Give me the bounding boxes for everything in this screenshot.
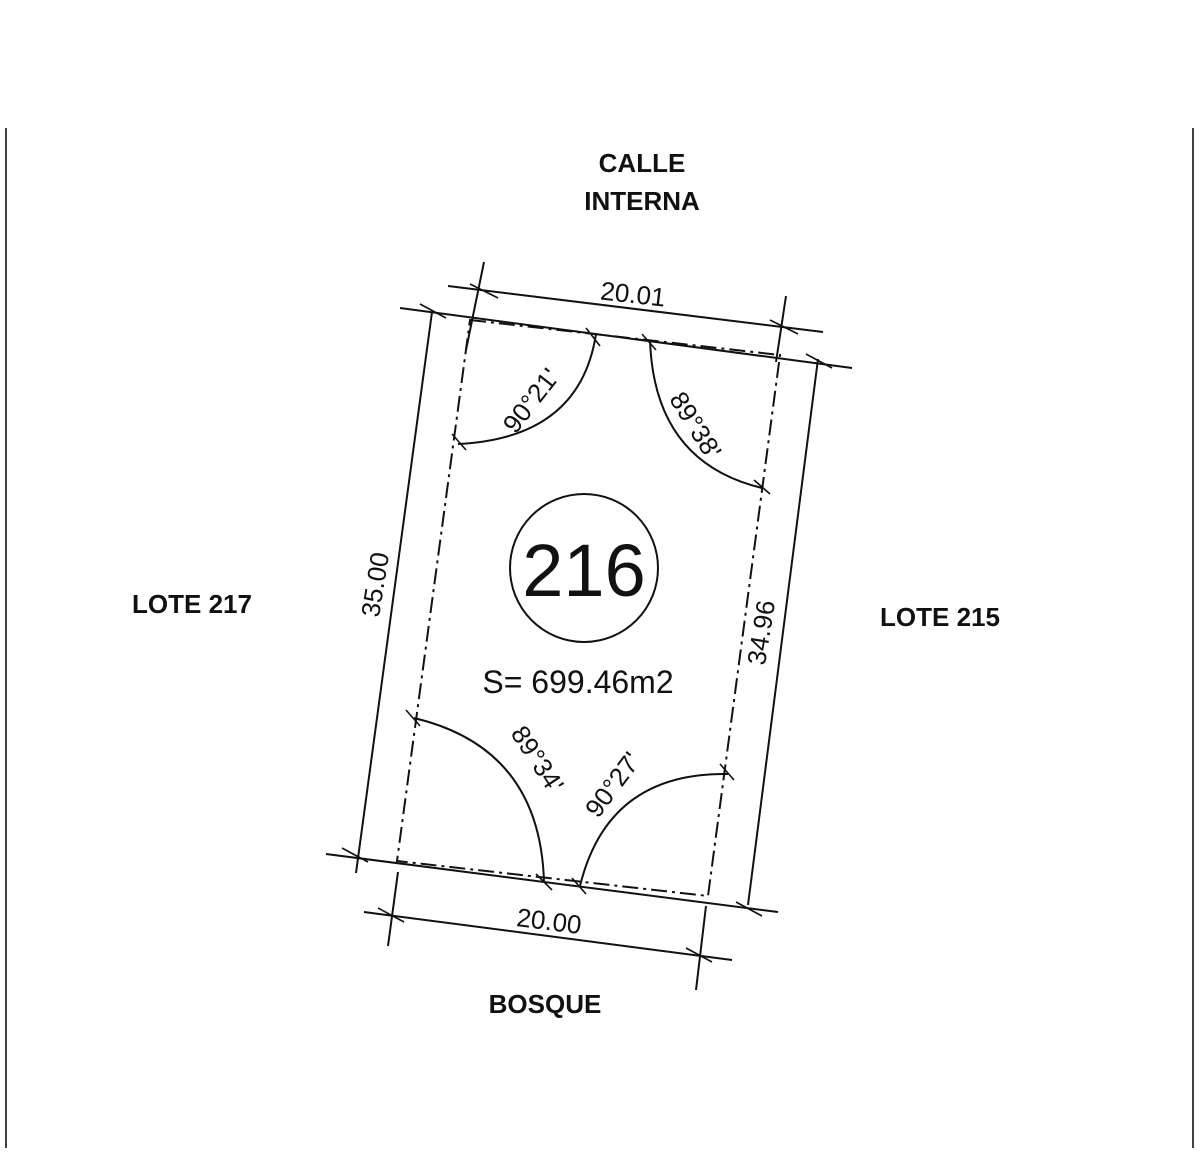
top-dimension-text: 20.01 bbox=[599, 275, 667, 312]
bottom-ext-arrow-left bbox=[341, 847, 369, 863]
lot-number-text: 216 bbox=[522, 529, 645, 612]
angle-arc-top-left bbox=[457, 333, 597, 445]
angle-bottom-left-text: 89°34' bbox=[505, 720, 570, 798]
bottom-dimension-text: 20.00 bbox=[515, 902, 583, 940]
angle-bottom-right-text: 90°27' bbox=[579, 746, 647, 823]
boundary-left-label: LOTE 217 bbox=[132, 589, 252, 619]
angle-arc-top-right bbox=[649, 339, 763, 489]
right-offset-line bbox=[747, 358, 819, 906]
top-ext-arrow-left bbox=[419, 303, 447, 319]
boundary-right-label: LOTE 215 bbox=[880, 602, 1000, 632]
bottom-dim-arrow-right bbox=[685, 947, 713, 963]
boundary-top-line2: INTERNA bbox=[584, 186, 700, 216]
arc-arrow-tr-a bbox=[641, 333, 657, 351]
bottom-dim-tick-left bbox=[387, 871, 399, 947]
angle-arc-bottom-left bbox=[413, 717, 545, 883]
bottom-dimension-line bbox=[363, 911, 733, 961]
lot-area-text: S= 699.46m2 bbox=[482, 664, 673, 700]
left-offset-line bbox=[355, 311, 433, 874]
top-dimension-line bbox=[447, 285, 824, 333]
boundary-top-line1: CALLE bbox=[599, 148, 686, 178]
bottom-ext-arrow-right bbox=[735, 901, 763, 917]
top-dim-tick-right bbox=[775, 295, 787, 363]
top-dim-arrow-right bbox=[769, 319, 799, 335]
left-dimension-text: 35.00 bbox=[355, 550, 395, 619]
lot-boundary bbox=[395, 318, 782, 898]
right-dimension-text: 34.96 bbox=[741, 598, 781, 667]
arc-arrow-tl-a bbox=[585, 327, 601, 347]
arc-arrow-bl-a bbox=[405, 709, 421, 727]
top-ext-arrow-right bbox=[805, 353, 833, 369]
top-dim-tick-left bbox=[465, 261, 485, 351]
arc-arrow-tl-b bbox=[451, 433, 467, 451]
angle-top-right-text: 89°38' bbox=[664, 386, 728, 464]
arc-arrow-bl-b bbox=[535, 873, 553, 891]
arc-arrow-br-b bbox=[571, 877, 587, 895]
bottom-dim-tick-right bbox=[695, 905, 707, 991]
arc-arrow-br-a bbox=[719, 763, 735, 781]
angle-arc-bottom-right bbox=[579, 772, 729, 887]
top-dim-arrow-left bbox=[469, 283, 499, 299]
arc-arrow-tr-b bbox=[753, 479, 771, 495]
bottom-dim-arrow-left bbox=[377, 907, 405, 923]
lot-number-circle bbox=[509, 493, 659, 643]
bottom-extension-line bbox=[325, 853, 779, 913]
boundary-bottom-label: BOSQUE bbox=[489, 989, 602, 1019]
